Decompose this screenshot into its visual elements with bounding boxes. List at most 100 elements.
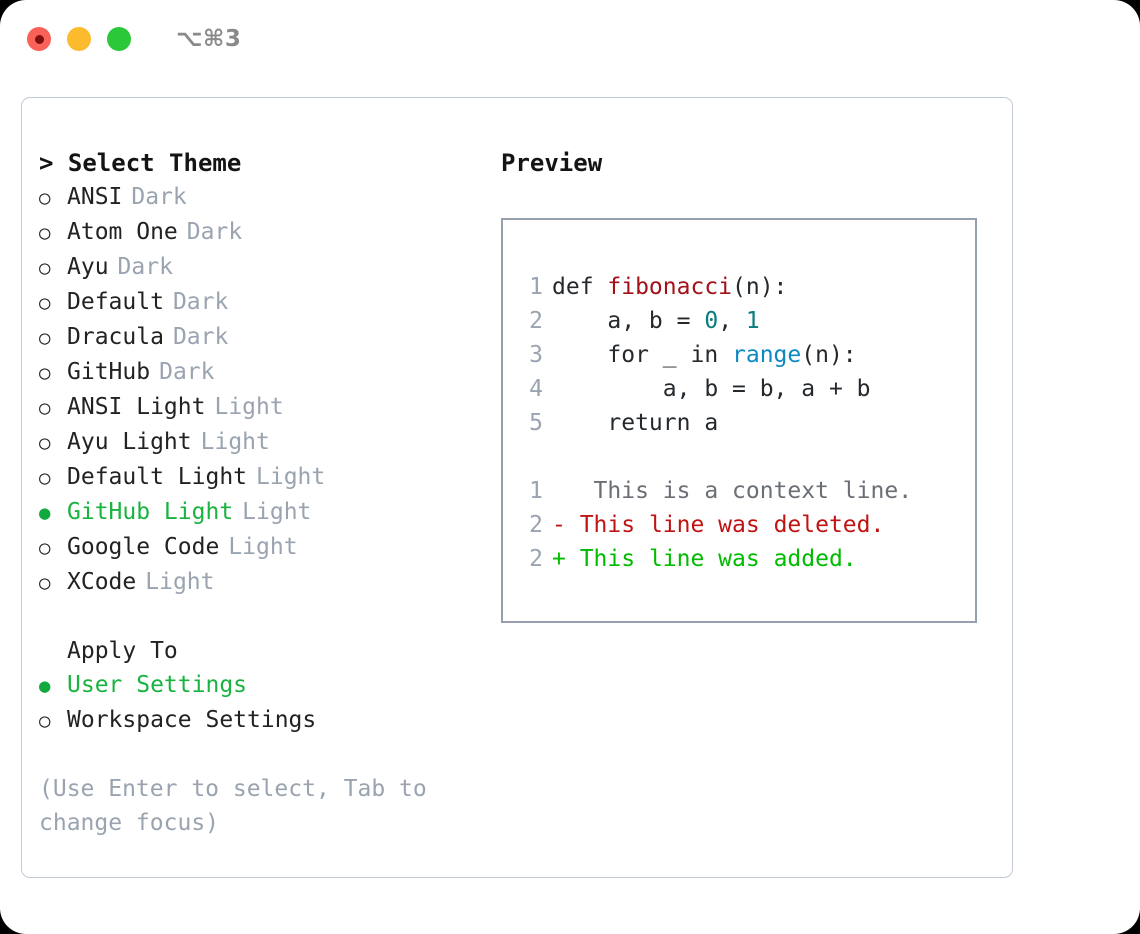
theme-option-ayu-light[interactable]: ○ Ayu Light Light [39,425,492,460]
theme-option-default-light[interactable]: ○ Default Light Light [39,460,492,495]
code-token-plain: for _ in [552,342,733,368]
preview-heading: Preview [501,149,603,177]
apply-to-heading: Apply To [67,638,178,664]
radio-unselected-icon: ○ [39,222,51,244]
code-token-plain: , [718,308,746,334]
code-line-number: 5 [529,410,543,436]
diff-line-number: 2 [529,546,543,572]
radio-unselected-icon: ○ [39,362,51,384]
theme-option-variant: Light [214,394,284,420]
keyboard-hint-text: (Use Enter to select, Tab to change focu… [39,776,427,836]
diff-text: This is a context line. [565,478,913,504]
theme-option-ansi[interactable]: ○ ANSI Dark [39,180,492,215]
code-token-plain: a, b = [552,308,705,334]
code-line: 3 for _ in range(n): [521,338,975,372]
theme-option-variant: Dark [131,184,187,210]
radio-unselected-icon: ○ [39,467,51,489]
radio-unselected-icon: ○ [39,572,51,594]
diff-sign: - [552,512,566,538]
window-titlebar: ⌥⌘3 [0,0,1140,78]
theme-option-label: ANSI [67,184,123,210]
code-token-plain: (n): [801,342,857,368]
code-token-func: fibonacci [607,274,733,300]
theme-option-variant: Dark [117,254,173,280]
radio-unselected-icon: ○ [39,397,51,419]
apply-to-option-workspace-settings[interactable]: ○ Workspace Settings [39,703,492,738]
diff-text: This line was added. [565,546,857,572]
apply-to-option-label: Workspace Settings [67,707,317,733]
apply-to-option-list: ● User Settings ○ Workspace Settings [39,668,492,738]
theme-option-label: Default [67,289,164,315]
radio-unselected-icon: ○ [39,710,51,732]
theme-option-ansi-light[interactable]: ○ ANSI Light Light [39,390,492,425]
zoom-button-icon[interactable] [107,27,131,51]
theme-option-variant: Dark [172,324,229,350]
close-button-icon[interactable] [27,27,51,51]
radio-selected-icon: ● [39,502,51,524]
code-line-number: 4 [529,376,543,402]
radio-unselected-icon: ○ [39,537,51,559]
theme-option-label: XCode [67,569,137,595]
theme-option-label: GitHub Light [67,499,234,525]
theme-option-google-code[interactable]: ○ Google Code Light [39,530,492,565]
theme-option-label: Atom One [67,219,178,245]
code-line: 5 return a [521,406,975,440]
theme-option-variant: Light [200,429,270,455]
radio-unselected-icon: ○ [39,187,51,209]
theme-option-label: Google Code [67,534,220,560]
theme-option-variant: Light [228,534,298,560]
code-line: 2 a, b = 0, 1 [521,304,975,338]
theme-option-variant: Light [256,464,326,490]
diff-sample: 1 This is a context line. 2- This line wa… [521,474,975,576]
theme-option-xcode[interactable]: ○ XCode Light [39,565,492,600]
code-token-builtin: range [732,342,802,368]
code-token-plain: return a [552,410,719,436]
radio-unselected-icon: ○ [39,432,51,454]
theme-option-variant: Dark [186,219,243,245]
theme-option-variant: Light [145,569,215,595]
code-token-num: 1 [745,308,760,334]
diff-sign: + [552,546,566,572]
theme-option-variant: Dark [172,289,229,315]
diff-line-number: 1 [529,478,543,504]
apply-to-option-label: User Settings [67,672,248,698]
radio-selected-icon: ● [39,675,51,697]
diff-text: This line was deleted. [565,512,885,538]
theme-option-label: Dracula [67,324,164,350]
diff-line-ctx: 1 This is a context line. [521,474,975,508]
radio-unselected-icon: ○ [39,327,51,349]
code-line: 1 def fibonacci(n): [521,270,975,304]
code-line-number: 1 [529,274,543,300]
apply-to-option-user-settings[interactable]: ● User Settings [39,668,492,703]
theme-option-dracula[interactable]: ○ Dracula Dark [39,320,492,355]
theme-option-github-light[interactable]: ● GitHub Light Light [39,495,492,530]
diff-line-add: 2 + This line was added. [521,542,975,576]
code-token-plain: a, b = b, a + b [552,376,871,402]
code-token-num: 0 [704,308,719,334]
code-token-plain: def [552,274,608,300]
radio-unselected-icon: ○ [39,257,51,279]
theme-option-atom-one[interactable]: ○ Atom One Dark [39,215,492,250]
traffic-light-buttons [27,27,131,51]
minimize-button-icon[interactable] [67,27,91,51]
theme-option-variant: Light [242,499,312,525]
theme-option-label: ANSI Light [67,394,206,420]
select-theme-heading: > Select Theme [39,149,242,177]
theme-option-label: Default Light [67,464,248,490]
code-line-number: 2 [529,308,543,334]
diff-line-number: 2 [529,512,543,538]
diff-sign [552,478,566,504]
code-token-plain: (n): [732,274,788,300]
keyboard-shortcut-label: ⌥⌘3 [176,26,242,52]
theme-option-label: Ayu Light [67,429,192,455]
code-line: 4 a, b = b, a + b [521,372,975,406]
